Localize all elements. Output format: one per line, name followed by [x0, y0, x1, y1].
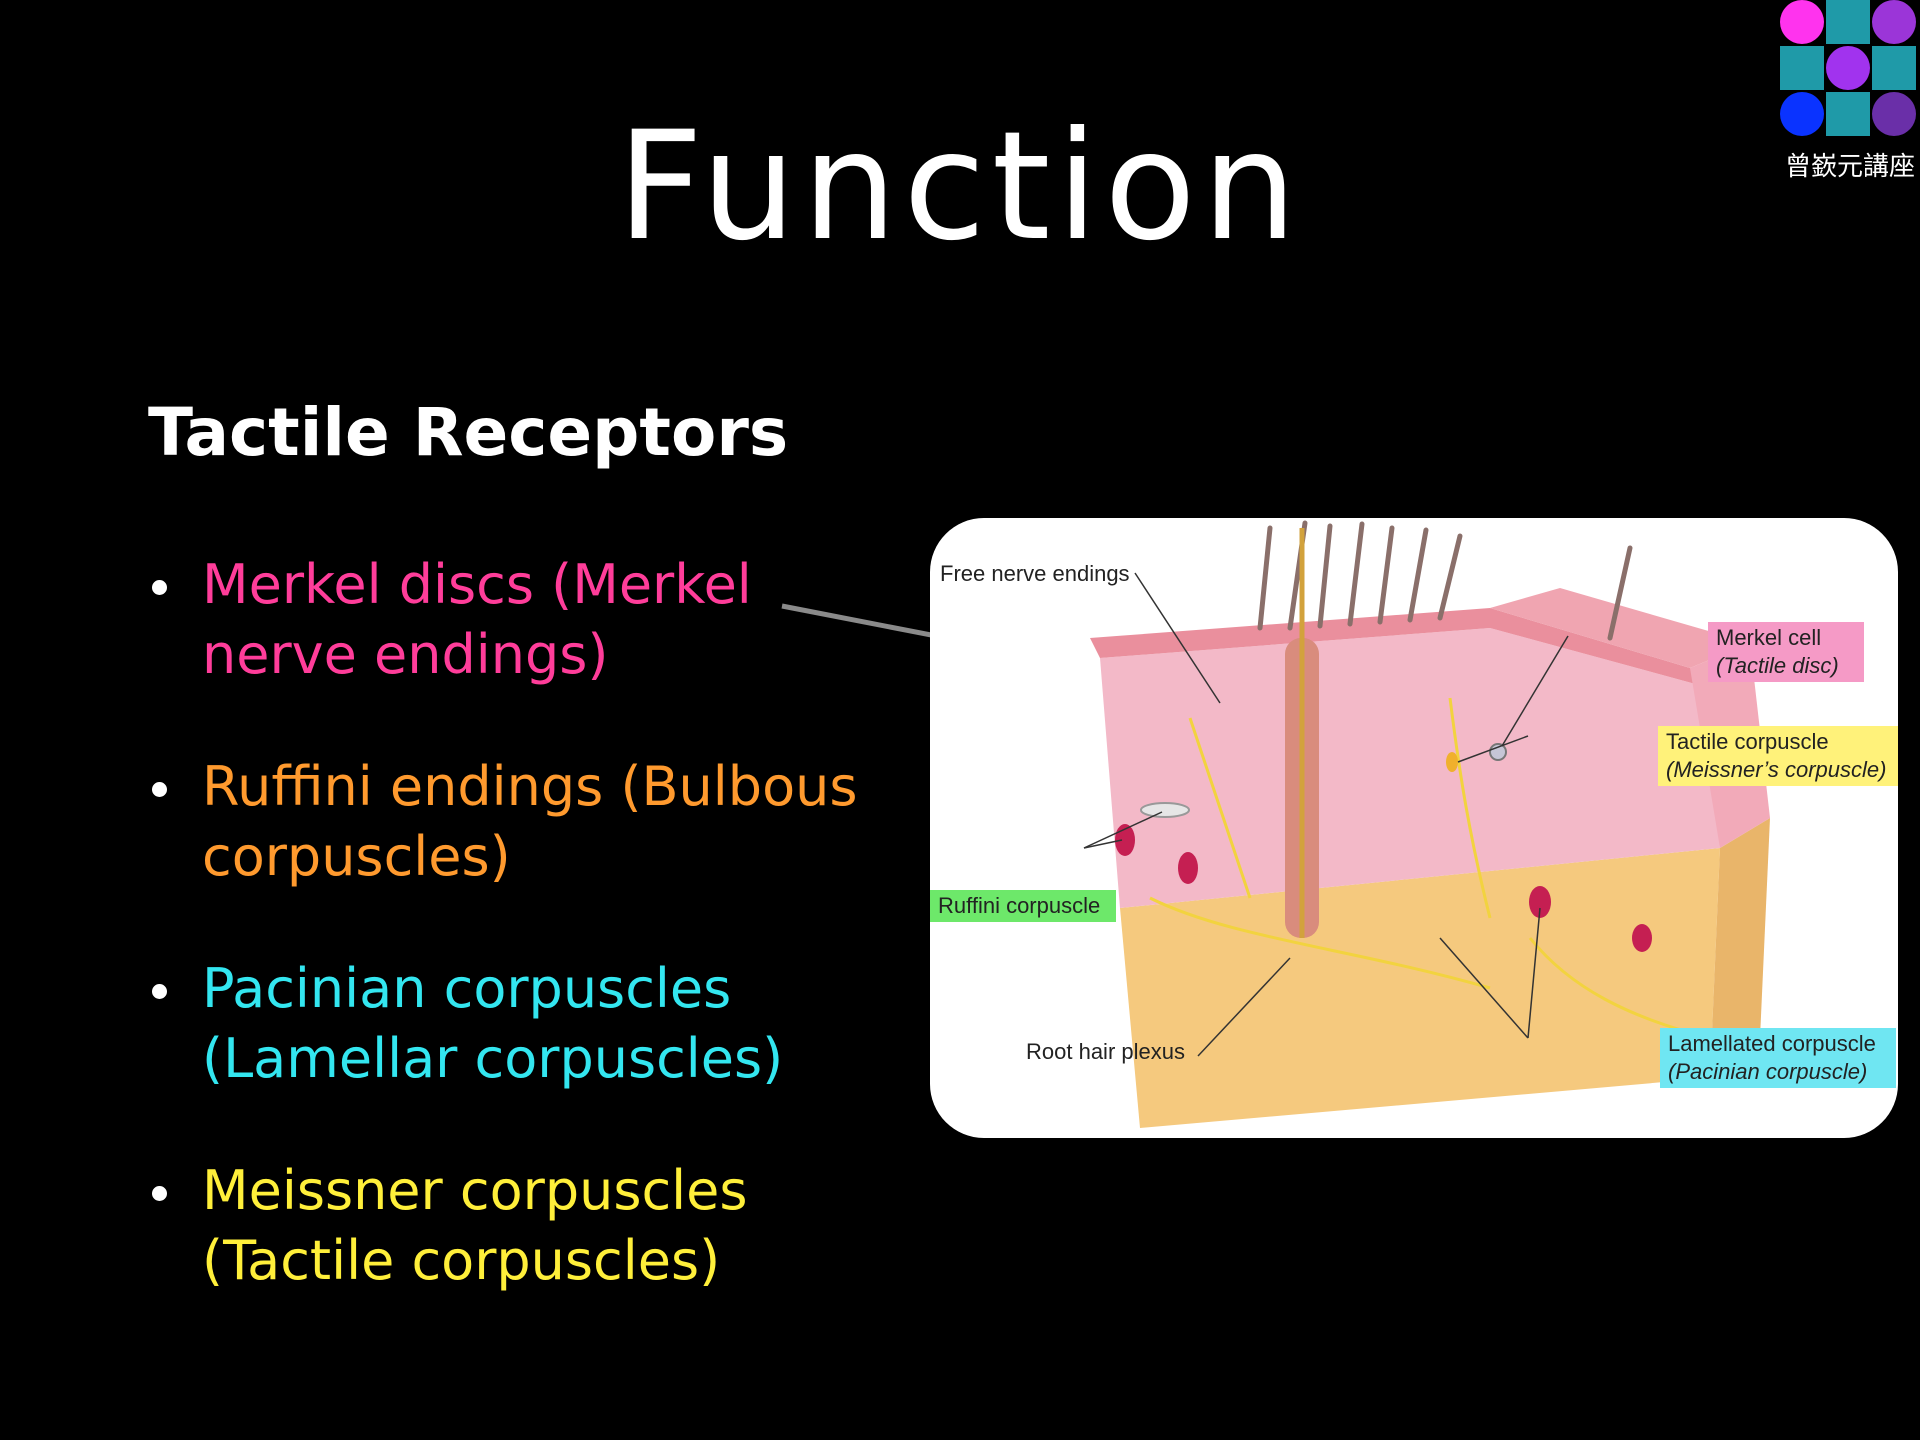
logo-tile: [1826, 0, 1870, 44]
label-root-hair-plexus: Root hair plexus: [1026, 1039, 1185, 1064]
logo-tile: [1872, 46, 1916, 90]
bullet-line: Pacinian corpuscles: [202, 957, 732, 1020]
label-lamellated-corpuscle: Lamellated corpuscle (Pacinian corpuscle…: [1660, 1028, 1896, 1088]
bullet-dot: [152, 782, 167, 797]
label-ruffini-corpuscle: Ruffini corpuscle: [930, 890, 1116, 922]
logo-tile: [1780, 0, 1824, 44]
bullet-line: corpuscles): [202, 825, 511, 888]
slide-title: Function: [616, 100, 1303, 274]
logo-tile: [1826, 92, 1870, 136]
logo-tile: [1872, 0, 1916, 44]
label-sub: (Pacinian corpuscle): [1668, 1059, 1868, 1084]
bullet-text: Meissner corpuscles (Tactile corpuscles): [202, 1156, 922, 1296]
label-main: Tactile corpuscle: [1666, 729, 1829, 754]
label-free-nerve-endings: Free nerve endings: [940, 561, 1130, 586]
logo-tile: [1780, 92, 1824, 136]
logo-tile: [1872, 92, 1916, 136]
label-main: Ruffini corpuscle: [938, 893, 1101, 918]
label-main: Merkel cell: [1716, 625, 1822, 650]
logo-tile: [1780, 46, 1824, 90]
label-merkel-cell: Merkel cell (Tactile disc): [1708, 622, 1864, 682]
label-sub: (Tactile disc): [1716, 653, 1839, 678]
bullet-line: (Lamellar corpuscles): [202, 1027, 784, 1090]
bullet-line: (Tactile corpuscles): [202, 1229, 721, 1292]
skin-illustration: [1083, 520, 1770, 1128]
logo-caption: 曾嶔元講座: [1784, 152, 1915, 182]
bullet-text: Merkel discs (Merkel nerve endings): [202, 550, 922, 690]
lecture-logo: 曾嶔元講座: [1780, 0, 1920, 182]
logo-tile: [1826, 46, 1870, 90]
skin-receptor-diagram: Free nerve endings Merkel cell (Tactile …: [930, 518, 1898, 1138]
bullet-line: Merkel discs (Merkel: [202, 553, 752, 616]
bullet-dot: [152, 984, 167, 999]
label-main: Lamellated corpuscle: [1668, 1031, 1876, 1056]
bullet-line: Ruffini endings (Bulbous: [202, 755, 858, 818]
bullet-dot: [152, 580, 167, 595]
bullet-line: Meissner corpuscles: [202, 1159, 748, 1222]
bullet-text: Pacinian corpuscles (Lamellar corpuscles…: [202, 954, 922, 1094]
bullet-text: Ruffini endings (Bulbous corpuscles): [202, 752, 922, 892]
bullet-dot: [152, 1186, 167, 1201]
label-sub: (Meissner’s corpuscle): [1666, 757, 1887, 782]
bullet-line: nerve endings): [202, 623, 609, 686]
label-tactile-corpuscle: Tactile corpuscle (Meissner’s corpuscle): [1658, 726, 1898, 786]
slide-subtitle: Tactile Receptors: [148, 394, 789, 471]
